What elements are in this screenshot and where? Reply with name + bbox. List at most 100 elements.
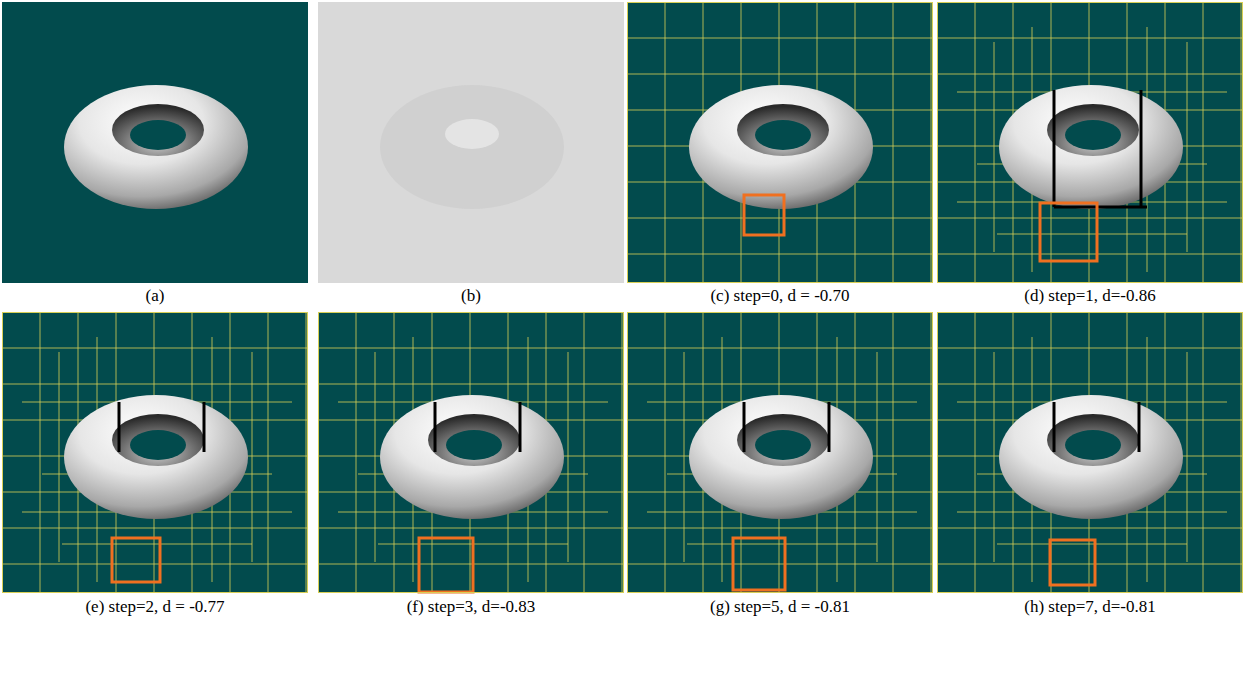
boundary-line	[1053, 402, 1056, 452]
torus-hole	[130, 120, 186, 150]
grid-line	[627, 384, 933, 385]
panel-ground	[2, 312, 308, 593]
grid-line	[40, 312, 41, 593]
grid-line	[62, 544, 252, 545]
panel-border	[628, 3, 933, 283]
torus-hole	[1065, 120, 1121, 150]
grid-line	[627, 564, 933, 565]
grid-line	[318, 564, 624, 565]
grid-line	[318, 528, 624, 529]
torus-inner	[737, 414, 829, 466]
torus	[689, 395, 873, 519]
panel-border	[319, 313, 624, 593]
torus	[689, 85, 873, 209]
torus	[64, 85, 248, 209]
panel-caption: (a)	[146, 286, 165, 306]
grid-line	[1241, 2, 1242, 283]
torus-inner	[1047, 414, 1139, 466]
grid-line	[1187, 42, 1188, 252]
grid-line	[1241, 312, 1242, 593]
torus	[999, 395, 1183, 519]
panel-caption: (b)	[461, 286, 481, 306]
torus-hole	[755, 430, 811, 460]
boundary-line	[1053, 90, 1056, 207]
grid-line	[937, 384, 1243, 385]
panel	[937, 2, 1243, 283]
panel-ground	[318, 2, 624, 283]
grid-line	[684, 352, 685, 562]
selected-cell	[744, 195, 784, 235]
selected-cell	[419, 538, 473, 592]
panel	[937, 312, 1243, 593]
panel	[627, 2, 933, 283]
grid-line	[687, 544, 877, 545]
grid-line	[584, 312, 585, 593]
boundary-line	[519, 402, 522, 452]
grid-line	[893, 312, 894, 593]
grid-line	[997, 234, 1187, 235]
grid-line	[975, 312, 976, 593]
panel-caption: (d) step=1, d=-0.86	[1024, 286, 1156, 306]
boundary-line	[1054, 206, 1147, 209]
grid-line	[931, 312, 932, 593]
grid-line	[627, 74, 933, 75]
grid-line	[1203, 312, 1204, 593]
grid-line	[2, 528, 308, 529]
grid-line	[997, 544, 1187, 545]
depth-hole	[445, 119, 499, 149]
panel-ground	[318, 312, 624, 593]
grid-line	[627, 218, 933, 219]
torus-hole	[130, 430, 186, 460]
depth-torus	[380, 85, 564, 209]
grid-line	[356, 312, 357, 593]
grid-line	[937, 528, 1243, 529]
grid-line	[994, 42, 995, 252]
boundary-line	[118, 402, 121, 452]
torus-inner	[112, 104, 204, 156]
torus-hole	[446, 430, 502, 460]
grid-line	[568, 352, 569, 562]
panel-caption: (g) step=5, d = -0.81	[710, 597, 850, 617]
boundary-line	[203, 402, 206, 452]
grid-line	[937, 348, 1243, 349]
grid-line	[306, 312, 307, 593]
panel	[627, 312, 933, 593]
grid-line	[622, 312, 623, 593]
grid-line	[931, 2, 932, 283]
panel-caption: (c) step=0, d = -0.70	[710, 286, 849, 306]
panel-ground	[627, 2, 933, 283]
torus	[64, 395, 248, 519]
panel	[318, 2, 624, 283]
grid-line	[937, 564, 1243, 565]
panel-border	[3, 313, 308, 593]
torus-hole	[755, 120, 811, 150]
panel-caption: (e) step=2, d = -0.77	[85, 597, 224, 617]
selected-cell	[1050, 540, 1095, 585]
panel-border	[938, 313, 1243, 593]
grid-line	[975, 2, 976, 283]
grid-line	[893, 2, 894, 283]
grid-line	[2, 384, 308, 385]
grid-line	[1187, 352, 1188, 562]
grid-line	[2, 348, 308, 349]
panel-border	[938, 3, 1243, 283]
panel-ground	[937, 2, 1243, 283]
grid-line	[665, 312, 666, 593]
grid-line	[627, 38, 933, 39]
grid-line	[937, 74, 1243, 75]
boundary-line	[434, 402, 437, 452]
panel	[2, 312, 308, 593]
grid-line	[937, 38, 1243, 39]
grid-line	[268, 312, 269, 593]
torus-hole	[1065, 430, 1121, 460]
boundary-line	[743, 402, 746, 452]
boundary-line	[828, 402, 831, 452]
selected-cell	[733, 538, 785, 590]
panel-caption: (f) step=3, d=-0.83	[407, 597, 536, 617]
torus-inner	[428, 414, 520, 466]
panel-ground	[2, 2, 308, 283]
torus	[380, 395, 564, 519]
torus-inner	[1047, 104, 1139, 156]
grid-line	[665, 2, 666, 283]
